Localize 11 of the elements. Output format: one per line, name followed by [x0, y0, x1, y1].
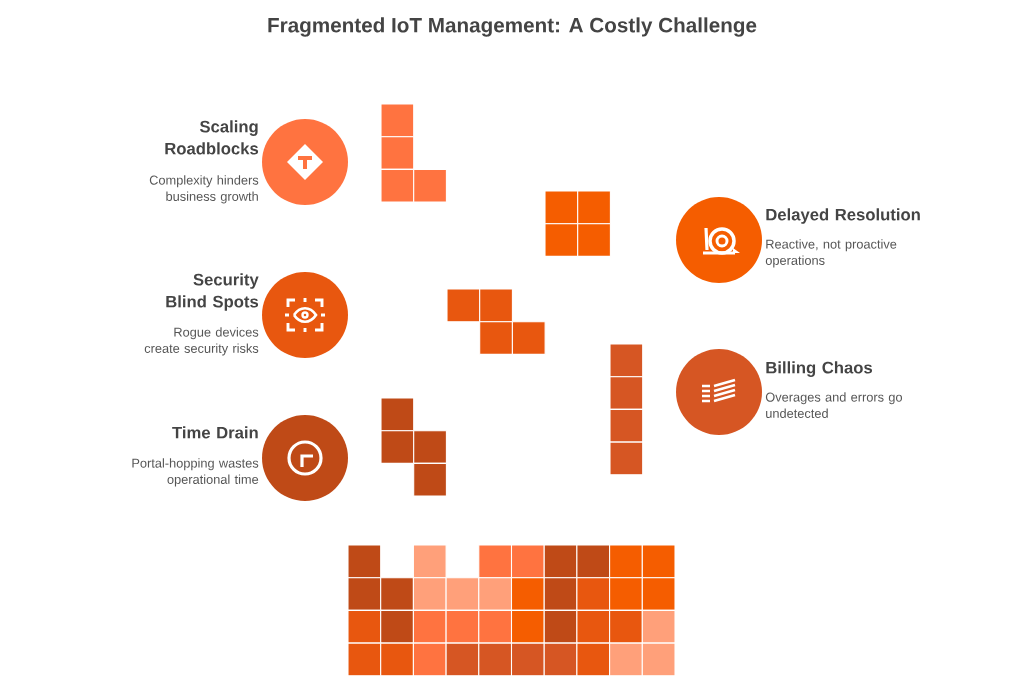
heading: Time Drain [172, 426, 258, 439]
heading: Scaling Roadblocks [165, 120, 259, 155]
title: Fragmented IoT Management: A Costly Challenge [268, 17, 757, 37]
description: Overages and errors go undetected [765, 392, 903, 418]
description: Complexity hinders business growth [149, 175, 259, 204]
description: Reactive, not proactive operations [765, 239, 897, 268]
heading: Delayed Resolution [766, 208, 920, 224]
heading: Billing Chaos [766, 361, 872, 377]
heading: Security Blind Spots [166, 273, 259, 311]
description: Rogue devices create security risks [144, 327, 259, 356]
description: Portal-hopping wastes operational time [132, 458, 259, 487]
